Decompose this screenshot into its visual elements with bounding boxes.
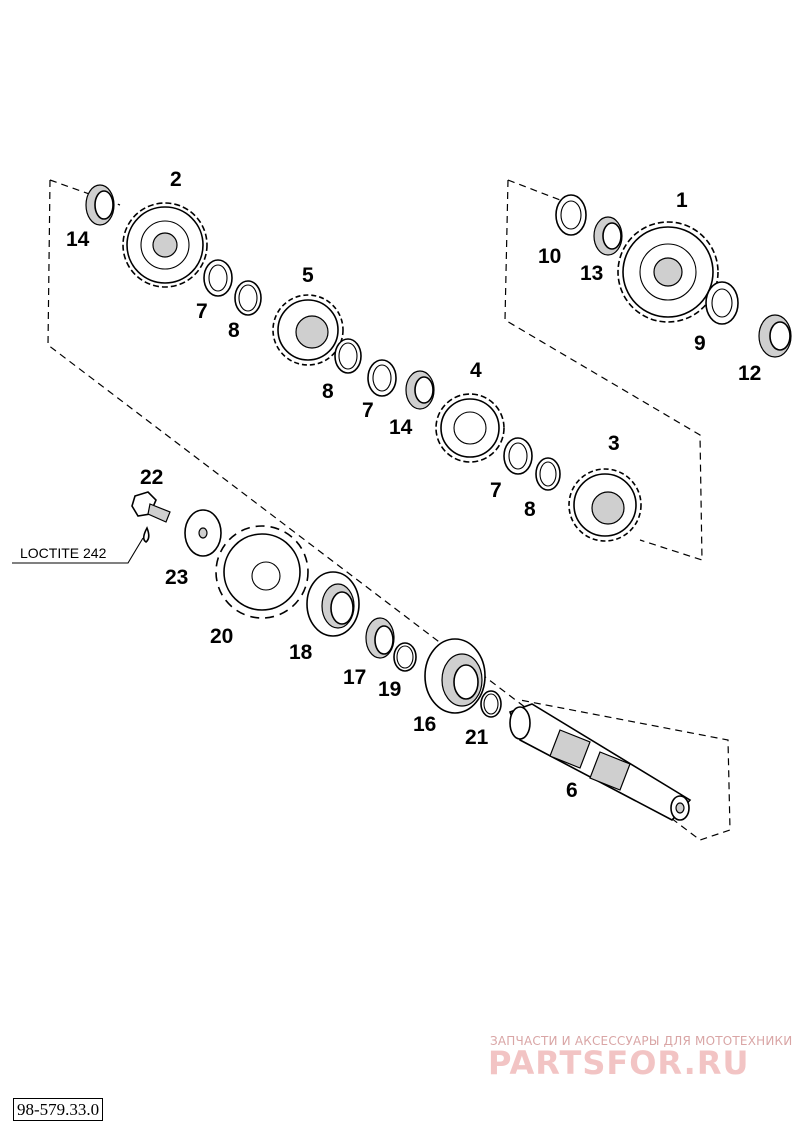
label-7b: 7: [362, 399, 374, 422]
label-7c: 7: [490, 479, 502, 502]
label-9: 9: [694, 332, 706, 355]
label-20: 20: [210, 625, 233, 648]
snap-ring-8-mid: [334, 338, 362, 374]
countershaft-6: [508, 703, 692, 821]
gear-3: [568, 468, 642, 542]
label-17: 17: [343, 666, 366, 689]
spacer-bush-17: [365, 617, 395, 659]
o-ring-19: [393, 642, 417, 672]
label-5: 5: [302, 264, 314, 287]
label-10: 10: [538, 245, 561, 268]
shaft-seal-18: [306, 571, 360, 637]
label-12: 12: [738, 362, 761, 385]
watermark-subtitle: ЗАПЧАСТИ И АКСЕССУАРЫ ДЛЯ МОТОТЕХНИКИ: [490, 1034, 793, 1048]
label-6: 6: [566, 779, 578, 802]
loctite-callout: LOCTITE 242: [12, 537, 144, 564]
label-13: 13: [580, 262, 603, 285]
washer-10: [555, 194, 587, 236]
o-ring-21: [480, 690, 502, 718]
label-22: 22: [140, 466, 163, 489]
gear-4: [435, 393, 505, 463]
label-4: 4: [470, 359, 482, 382]
snap-ring-8-low: [535, 457, 561, 491]
label-8a: 8: [228, 319, 240, 342]
needle-bearing-13: [593, 216, 623, 256]
label-2: 2: [170, 168, 182, 191]
circlip-7-mid: [367, 359, 397, 397]
bearing-12: [758, 314, 792, 358]
washer-23: [184, 509, 222, 557]
gear-1: [617, 221, 719, 323]
diagram-reference-number: 98-579.33.0: [13, 1098, 104, 1121]
label-14a: 14: [66, 228, 90, 251]
label-7a: 7: [196, 300, 208, 323]
washer-9: [705, 281, 739, 325]
circlip-7-low: [503, 437, 533, 475]
label-21: 21: [465, 726, 489, 749]
label-16: 16: [413, 713, 436, 736]
label-3: 3: [608, 432, 620, 455]
label-8b: 8: [322, 380, 334, 403]
label-8c: 8: [524, 498, 536, 521]
bolt-22: [131, 491, 171, 543]
sprocket-20: [215, 525, 309, 619]
gear-2: [122, 202, 208, 288]
label-1: 1: [676, 189, 688, 212]
label-19: 19: [378, 678, 401, 701]
needle-bearing-14-mid: [405, 370, 435, 410]
watermark-brand: PARTSFOR.RU: [488, 1044, 750, 1082]
label-18: 18: [289, 641, 313, 664]
snap-ring-8-top: [234, 280, 262, 316]
needle-bearing-14-top: [85, 184, 115, 226]
circlip-7-top: [203, 259, 233, 297]
gear-5: [272, 294, 344, 366]
label-23: 23: [165, 566, 188, 589]
loctite-note: LOCTITE 242: [20, 545, 107, 561]
part-labels: 2 14 7 8 5 8 7 14 4 7 8 3 1 10 13 9 12 2…: [66, 168, 761, 802]
label-14b: 14: [389, 416, 413, 439]
ball-bearing-16: [424, 638, 486, 714]
